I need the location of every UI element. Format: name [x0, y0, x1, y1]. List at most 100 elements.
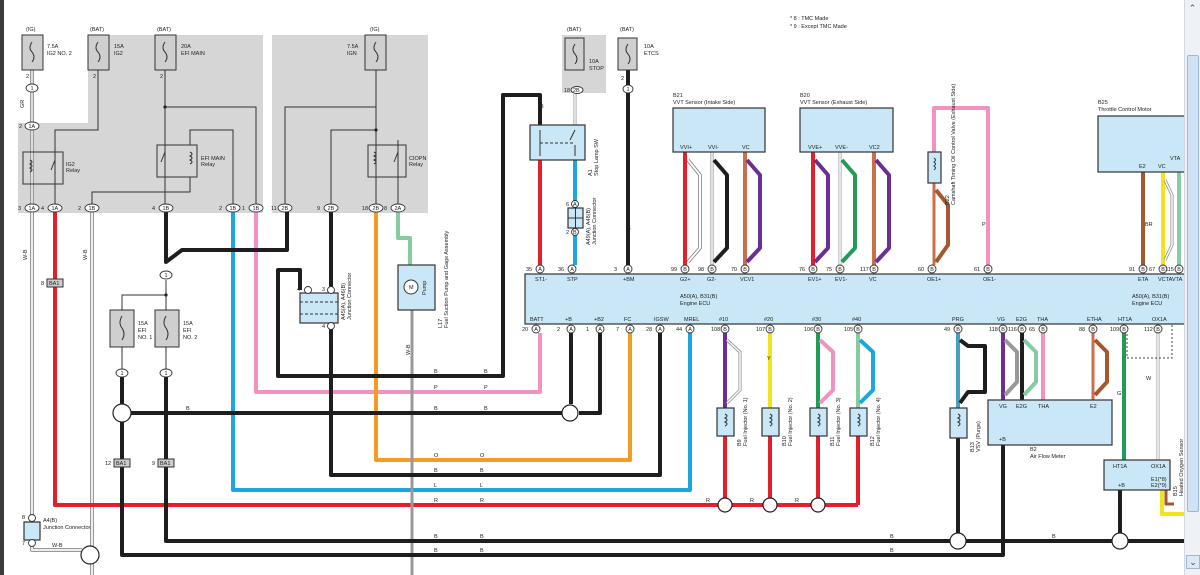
- ecu-pin-connector: [707, 264, 717, 274]
- afm-pin: +B: [999, 437, 1006, 443]
- sensor-pin: +B: [1118, 483, 1125, 489]
- connector-pin-number: 2: [219, 206, 222, 212]
- component-name: Fuel Injector (No. 4): [876, 397, 882, 446]
- wire-o2-yellow: [1160, 490, 1185, 516]
- ecu-pin-connector: [595, 324, 605, 334]
- splice-circle: [717, 497, 733, 513]
- ecu-pin-number: 106: [804, 327, 813, 333]
- wire-afm-vg-b: [1003, 338, 1019, 397]
- component-name: Air Flow Meter: [1030, 454, 1066, 460]
- connector-2b: [277, 203, 293, 213]
- ecu-pin-name: ETHA: [1087, 317, 1102, 323]
- sensor-pin: VC: [742, 145, 750, 151]
- component-code: A4(B): [43, 518, 57, 524]
- wire-code: B: [480, 534, 484, 540]
- ecu-pin-connector: [566, 324, 576, 334]
- sensor-pin: HT1A: [1113, 464, 1127, 470]
- fuse-ig2-no2: (IG) 7.5A IG2 NO. 2 2: [21, 27, 72, 80]
- ecu-pin-connector: [813, 324, 823, 334]
- wire-code: GR: [20, 100, 26, 108]
- ecu-pin-name: #40: [852, 317, 861, 323]
- ecu-code: A50(A), B31(B): [680, 294, 717, 300]
- ecu-pin-name: EV1+: [808, 277, 822, 283]
- wire-code: B: [890, 534, 894, 540]
- fuse-supply: (BAT): [157, 27, 171, 33]
- fuse-pin: 2: [621, 76, 624, 82]
- connector-1a: [24, 203, 40, 213]
- splice-circle: [80, 545, 100, 565]
- ecu-name: Engine ECU: [1132, 301, 1162, 307]
- ecu-pin-name: +B2: [594, 317, 604, 323]
- ecu-pin-letter: B: [1001, 327, 1005, 333]
- ecu-pin-number: 108: [711, 327, 720, 333]
- fuse-icon: [572, 43, 578, 65]
- junction-grid: [568, 208, 583, 228]
- fuse-icon: [119, 315, 125, 341]
- wire-code: O: [434, 453, 439, 459]
- splice-circle: [810, 497, 826, 513]
- wire-blue-mrel: [231, 212, 692, 492]
- scroll-thumb[interactable]: [1187, 55, 1199, 512]
- ecu-pin-name: THA: [1037, 317, 1048, 323]
- component-name: Stop Lamp SW: [594, 138, 600, 176]
- component-code: L17: [438, 319, 444, 328]
- scroll-down-arrow-icon[interactable]: ⌄: [1186, 555, 1200, 569]
- fuse-supply: (BAT): [567, 27, 581, 33]
- wire-code: B: [540, 104, 544, 110]
- relay-body: [367, 144, 407, 178]
- ecu-pin-letter: A: [598, 327, 602, 333]
- motor-pin: E2: [1139, 164, 1146, 170]
- valve-body: [927, 151, 942, 184]
- ecu-pin-letter: A: [534, 327, 538, 333]
- component-name: VSV (Purge): [976, 421, 982, 452]
- wire-code: B: [480, 548, 484, 554]
- wire-lg-pump: [396, 212, 412, 265]
- connector-pin-number: 2: [19, 124, 22, 130]
- wire-black-st1: [276, 93, 542, 378]
- ecu-pin-letter: B: [1141, 267, 1145, 273]
- wire-code: G: [1117, 391, 1121, 397]
- vvt-sensor-exhaust: B20 VVT Sensor (Exhaust Side) VVE+ VVE- …: [799, 93, 894, 153]
- afm-pin: THA: [1038, 404, 1049, 410]
- ecu-pin-name: OX1A: [1152, 317, 1167, 323]
- connector-id: 2A: [395, 206, 402, 212]
- ecu-pin-connector: [623, 264, 633, 274]
- ecu-pin-number: 112: [1144, 327, 1153, 333]
- ecu-pin-number: 61: [974, 267, 980, 273]
- scroll-up-arrow-icon[interactable]: ⌃: [1188, 3, 1197, 13]
- ecu-pin-name: BATT: [530, 317, 544, 323]
- connector-2b: [323, 203, 339, 213]
- ciopn-relay: CIOPN Relay: [367, 144, 426, 178]
- ecu-pin-name: ETA: [1138, 277, 1149, 283]
- ba1-label: BA1: [116, 461, 126, 467]
- pin-number: 4: [297, 287, 300, 293]
- ecu-pin-name: #30: [812, 317, 821, 323]
- ecu-pin-letter: B: [743, 267, 747, 273]
- connector-1: [115, 368, 129, 378]
- fuse-icon: [162, 41, 168, 63]
- wire-ign: [284, 70, 399, 208]
- connector-id: 2B: [282, 206, 289, 212]
- pump-label: Pump: [422, 281, 428, 295]
- relay-block-shading: [272, 35, 428, 213]
- ecu-pin-connector: [853, 324, 863, 334]
- fuse-rating: 15A: [114, 44, 124, 50]
- wire-afm-e2g-b: [1022, 338, 1038, 397]
- wire-code: B: [434, 534, 438, 540]
- stop-lamp-switch: A1 Stop Lamp SW: [529, 124, 600, 176]
- pin-number: 6: [566, 202, 569, 208]
- ecu-pin-letter: A: [688, 327, 692, 333]
- ecu-pin-connector: [765, 324, 775, 334]
- ecu-pin-connector: [655, 324, 665, 334]
- component-name: Fuel Injector (No. 2): [788, 397, 794, 446]
- fuse-etcs: (BAT) 10A ETCS 2 1: [617, 27, 659, 94]
- afm-body: [987, 399, 1113, 446]
- wire-b21-3b: [745, 158, 762, 264]
- wire-code: R: [750, 498, 754, 504]
- ecu-pin-number: 44: [676, 327, 682, 333]
- vertical-scrollbar[interactable]: ⌃ ⌄: [1184, 0, 1200, 575]
- fuse-icon: [95, 41, 101, 63]
- sensor-pin: E1(*8): [1151, 477, 1167, 483]
